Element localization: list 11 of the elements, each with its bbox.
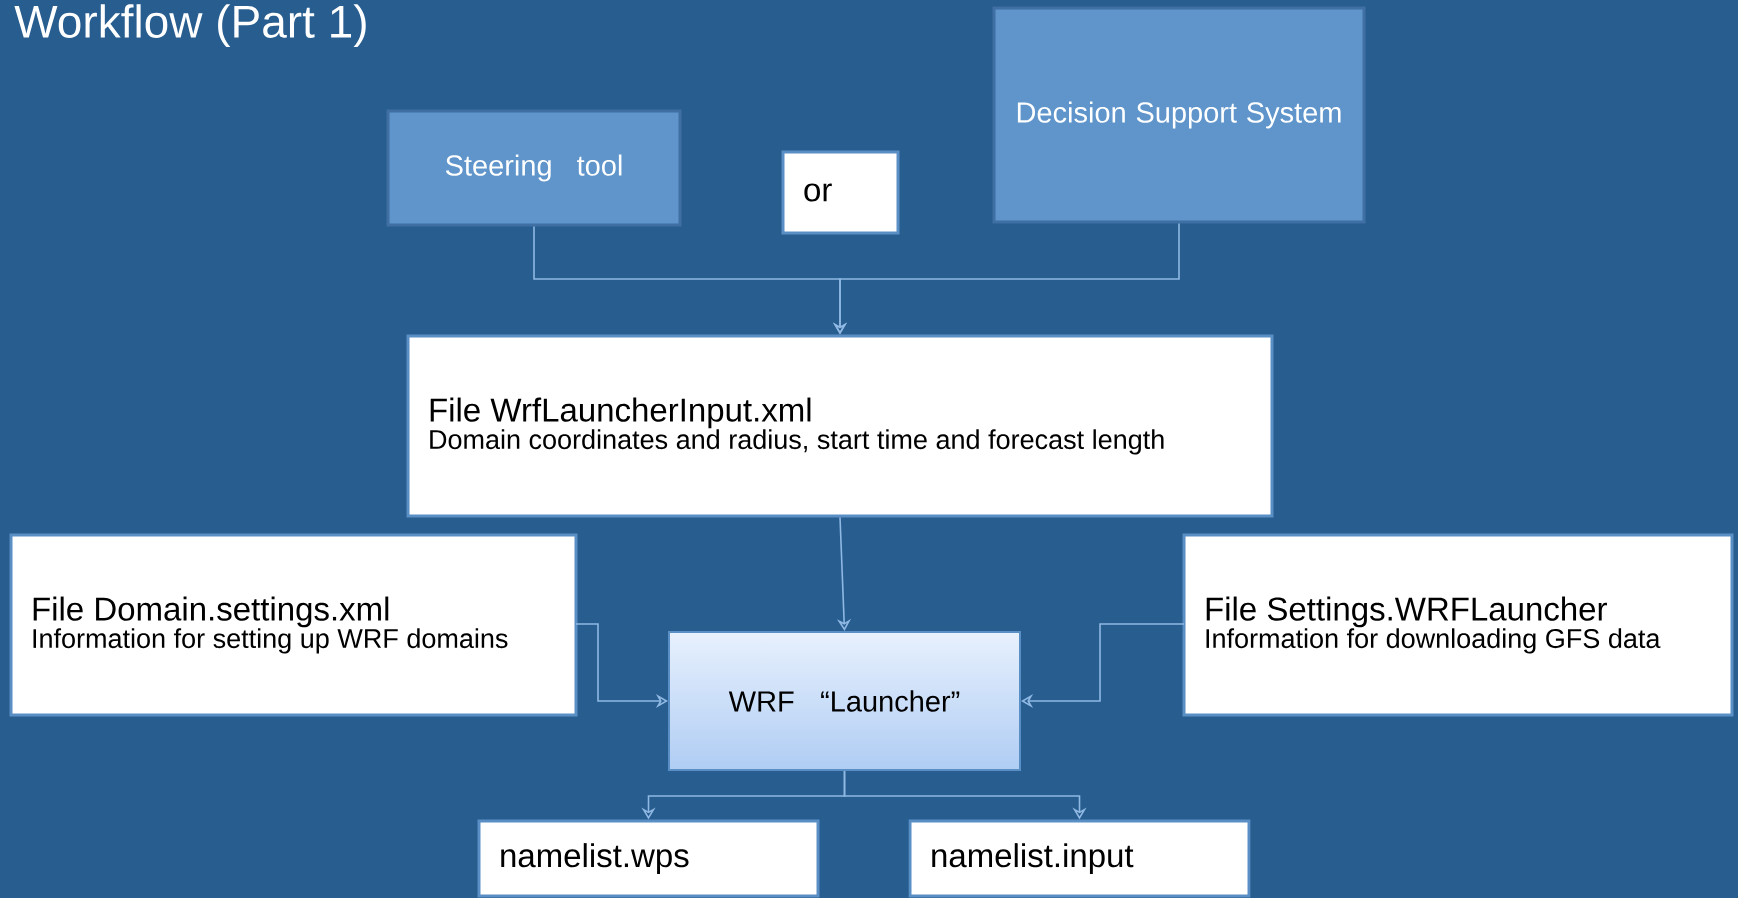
file-box: File Domain.settings.xml Information for setting up WRF domains [9, 533, 578, 717]
file-box: namelist.wps [477, 819, 820, 898]
slide-title: Workflow (Part 1) [14, 4, 366, 48]
arrow [1021, 623, 1185, 709]
file-box: File Settings.WRFLauncher Information for downloading GFS data [1182, 533, 1734, 717]
launcher-box: WRF “Launcher” [668, 631, 1021, 771]
or-box: or [781, 150, 900, 235]
file-box: namelist.input [908, 819, 1251, 898]
file-box: File WrfLauncherInput.xml Domain coordinates and radius, start time and forecast length [406, 334, 1274, 518]
process-box: Decision Support System [992, 6, 1366, 224]
process-box: Steering tool [386, 109, 682, 227]
